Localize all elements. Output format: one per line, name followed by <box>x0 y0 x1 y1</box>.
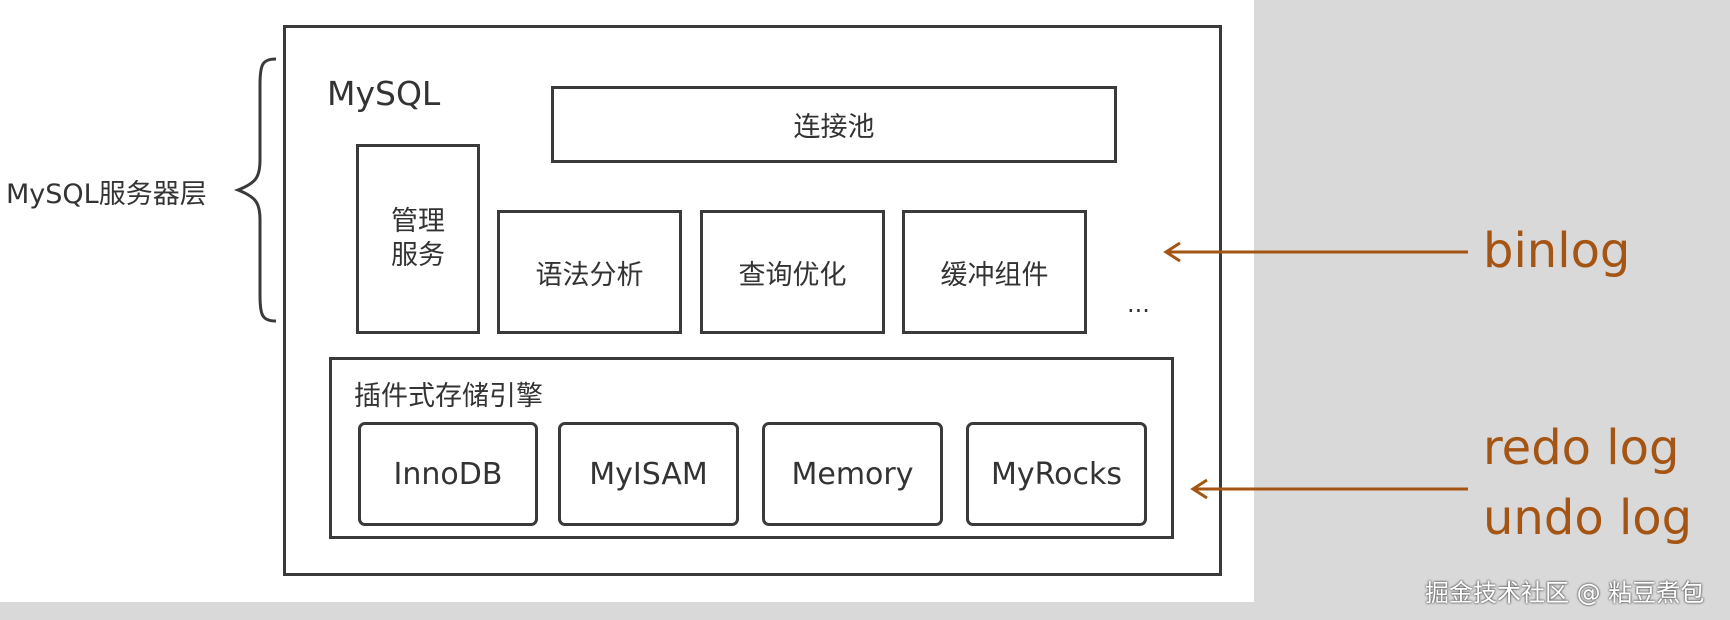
syntax-analysis-box: 语法分析 <box>497 210 682 334</box>
server-layer-label: MySQL服务器层 <box>6 179 207 210</box>
engine-myrocks-label: MyRocks <box>991 456 1122 492</box>
management-service-box: 管理 服务 <box>356 144 480 334</box>
storage-engine-title: 插件式存储引擎 <box>354 381 543 412</box>
connection-pool-label: 连接池 <box>793 112 875 143</box>
redo-log-label: redo log <box>1483 420 1680 476</box>
redo-undo-arrow <box>1190 478 1468 500</box>
mysql-title: MySQL <box>327 74 441 113</box>
binlog-label: binlog <box>1483 223 1631 279</box>
query-optimization-box: 查询优化 <box>700 210 885 334</box>
engine-myisam-label: MyISAM <box>589 456 708 492</box>
buffer-component-label: 缓冲组件 <box>940 259 1049 291</box>
engine-innodb: InnoDB <box>358 422 538 526</box>
syntax-analysis-label: 语法分析 <box>535 259 644 291</box>
engine-myrocks: MyRocks <box>966 422 1147 526</box>
buffer-component-box: 缓冲组件 <box>902 210 1087 334</box>
undo-log-label: undo log <box>1483 490 1693 546</box>
engine-myisam: MyISAM <box>558 422 739 526</box>
engine-memory: Memory <box>762 422 943 526</box>
ellipsis: ... <box>1127 290 1150 318</box>
binlog-arrow <box>1163 241 1468 263</box>
management-service-line2: 服务 <box>391 240 445 271</box>
watermark: 掘金技术社区 @ 粘豆煮包 <box>1425 579 1705 607</box>
connection-pool-box: 连接池 <box>551 86 1117 163</box>
engine-innodb-label: InnoDB <box>393 456 503 492</box>
engine-memory-label: Memory <box>791 456 914 492</box>
query-optimization-label: 查询优化 <box>738 259 847 291</box>
server-layer-brace <box>233 57 277 323</box>
management-service-line1: 管理 <box>391 206 445 237</box>
